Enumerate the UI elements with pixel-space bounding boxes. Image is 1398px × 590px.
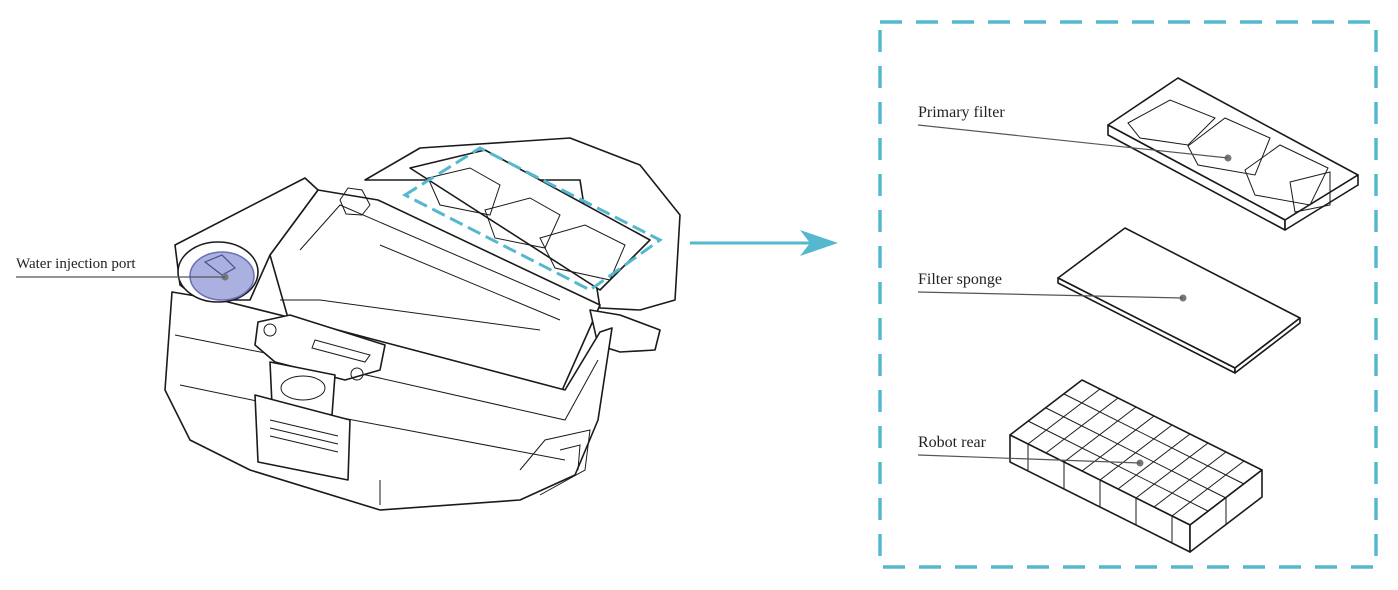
robot-rear-callout: Robot rear [917,434,1141,464]
water-injection-port-callout: Water injection port [16,256,225,278]
filter-sponge-illustration [1057,227,1301,374]
water-injection-port-label: Water injection port [16,256,136,272]
robot-rear-label: Robot rear [918,434,987,451]
detail-panel-border [878,20,1378,569]
primary-filter-illustration [1107,77,1359,231]
robot-rear-illustration [1009,379,1263,553]
dustbox-illustration [164,137,681,511]
primary-filter-label: Primary filter [918,104,1005,121]
water-injection-port [177,241,259,303]
primary-filter-callout: Primary filter [917,104,1229,159]
filter-sponge-callout: Filter sponge [917,271,1184,299]
filter-sponge-label: Filter sponge [918,271,1002,288]
right-arrow-icon [690,230,838,256]
